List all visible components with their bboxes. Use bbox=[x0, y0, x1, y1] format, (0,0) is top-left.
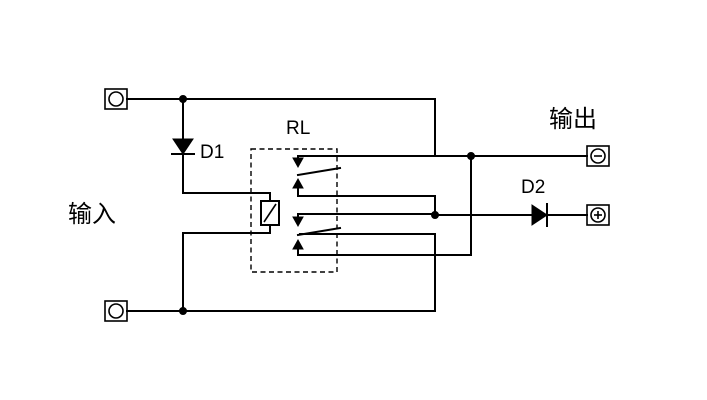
plus-icon bbox=[594, 211, 602, 219]
junction-dot bbox=[431, 211, 439, 219]
label-input: 输入 bbox=[68, 200, 116, 228]
input-terminal-top bbox=[104, 88, 128, 110]
output-terminal-positive bbox=[586, 204, 610, 226]
wire-d1-branch bbox=[182, 98, 263, 194]
junction-dot bbox=[467, 152, 475, 160]
label-d1: D1 bbox=[200, 142, 224, 163]
relay-contact-b bbox=[292, 155, 472, 256]
relay-enclosure bbox=[250, 148, 338, 273]
wire-input-top bbox=[126, 98, 436, 157]
input-terminal-bottom bbox=[104, 300, 128, 322]
label-output: 输出 bbox=[549, 105, 597, 133]
relay-coil bbox=[260, 192, 280, 234]
relay-contact-a bbox=[292, 155, 436, 216]
label-d2: D2 bbox=[521, 177, 545, 198]
label-rl: RL bbox=[286, 118, 310, 139]
wire-coil-return bbox=[182, 232, 263, 312]
diode-d1-symbol bbox=[171, 138, 195, 155]
output-terminal-negative bbox=[586, 145, 610, 167]
diode-d2-symbol bbox=[531, 203, 548, 227]
wire-input-bottom bbox=[126, 233, 436, 312]
